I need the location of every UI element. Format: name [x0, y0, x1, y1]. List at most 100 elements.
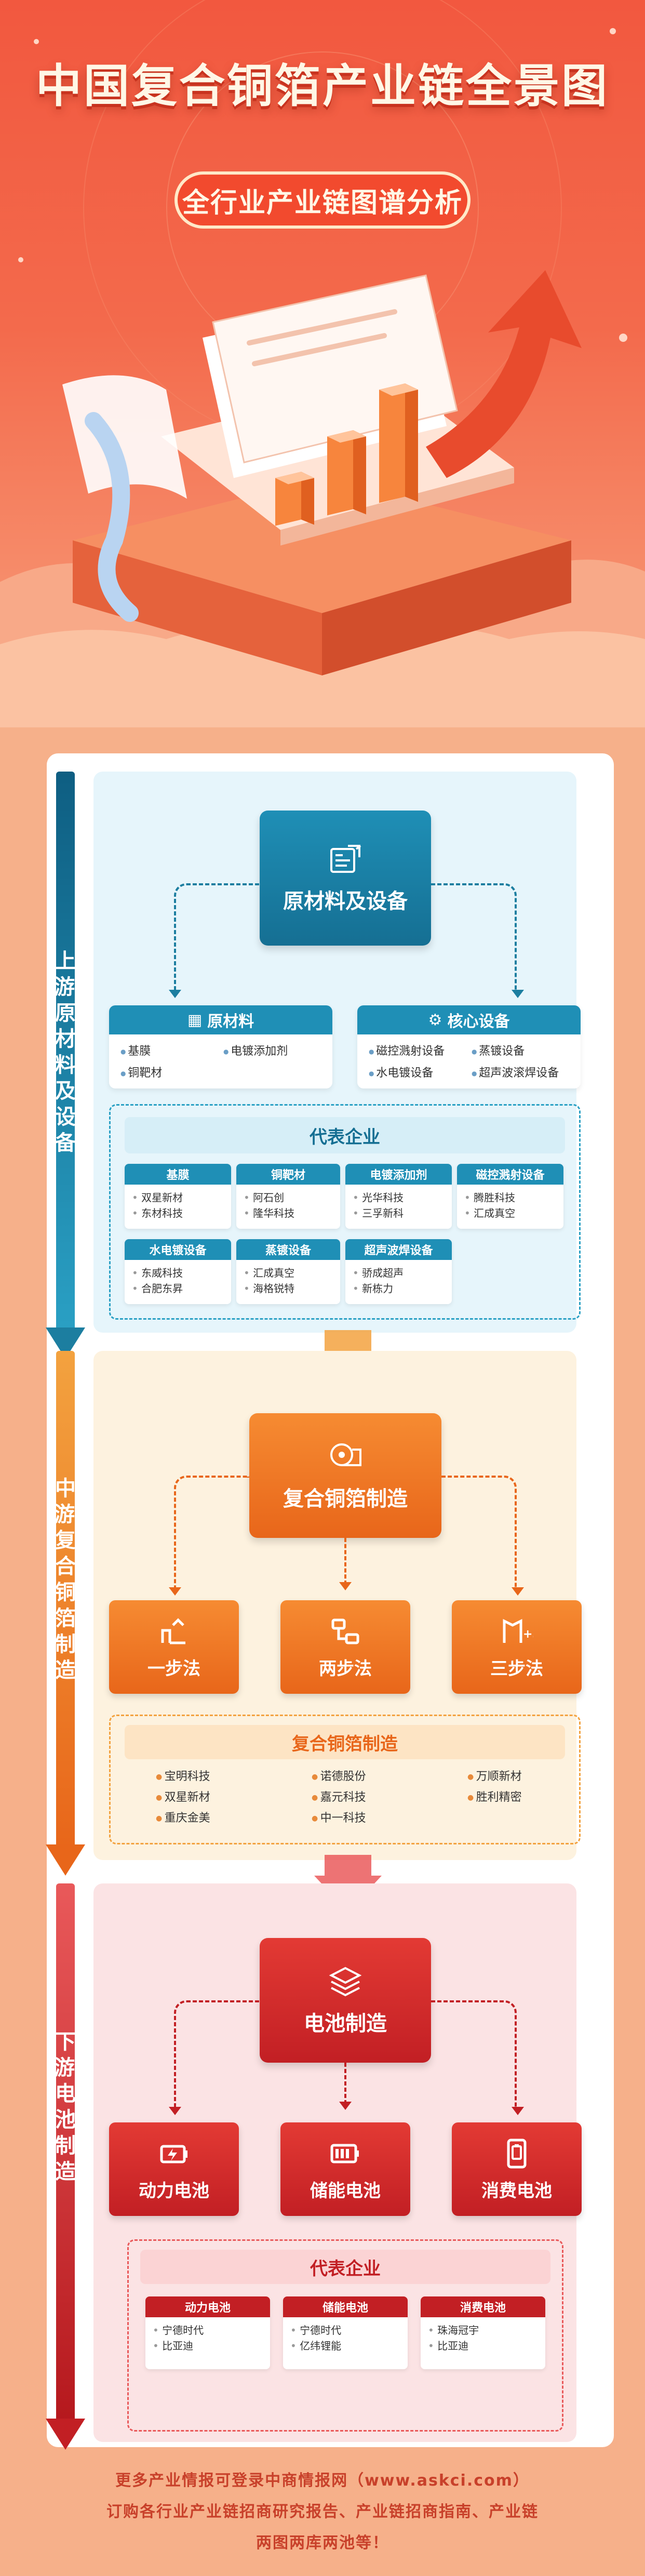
company-name: 嘉元科技 — [312, 1787, 366, 1808]
midstream-companies-title: 复合铜箔制造 — [125, 1725, 565, 1759]
storage-battery-icon — [330, 2144, 359, 2163]
category-item: 水电镀设备 — [369, 1064, 466, 1080]
company-card-title: 储能电池 — [283, 2296, 408, 2317]
company-name: 万顺新材 — [467, 1767, 522, 1787]
company-card-sputtering: 磁控溅射设备 腾胜科技汇成真空 — [457, 1164, 563, 1229]
company-name: 骄成超声 — [353, 1265, 445, 1281]
method-one-step: 一步法 — [109, 1600, 239, 1694]
page-subtitle: 全行业产业链图谱分析 — [174, 171, 471, 229]
category-item: 蒸镀设备 — [472, 1042, 569, 1058]
downstream-connector-center-arrowhead — [339, 2102, 352, 2110]
midstream-company-column-3: 万顺新材 胜利精密 — [467, 1767, 522, 1808]
midstream-connector-center-arrowhead — [339, 1582, 352, 1590]
footer-line-2: 订购各行业产业链招商研究报告、产业链招商指南、产业链 — [106, 2503, 539, 2521]
downstream-companies-title: 代表企业 — [140, 2250, 550, 2284]
method-label: 三步法 — [490, 1658, 543, 1679]
report-chart-illustration — [62, 270, 582, 675]
upstream-connector-left — [174, 883, 260, 992]
company-name: 宁德时代 — [290, 2322, 400, 2338]
category-title: 核心设备 — [447, 1013, 510, 1031]
category-item: 电镀添加剂 — [223, 1042, 321, 1058]
midstream-connector-left-arrowhead — [169, 1587, 181, 1596]
company-name: 合肥东昇 — [132, 1281, 224, 1296]
company-card-power-battery: 动力电池 宁德时代比亚迪 — [145, 2296, 270, 2369]
company-card-title: 电镀添加剂 — [345, 1164, 452, 1185]
downstream-core-label: 电池制造 — [304, 2012, 387, 2036]
company-card-storage-battery: 储能电池 宁德时代亿纬锂能 — [283, 2296, 408, 2369]
battery-label: 消费电池 — [481, 2180, 552, 2201]
midstream-core-node: 复合铜箔制造 — [249, 1413, 441, 1538]
three-step-icon: +3 — [503, 1618, 533, 1643]
category-item: 基膜 — [120, 1042, 218, 1058]
upstream-connector-right — [431, 883, 517, 992]
company-name: 海格锐特 — [244, 1281, 333, 1296]
factory-chart-icon — [330, 845, 361, 873]
company-name: 胜利精密 — [467, 1787, 522, 1808]
company-card-consumer-battery: 消费电池 珠海冠宇比亚迪 — [421, 2296, 545, 2369]
category-item: 铜靶材 — [120, 1064, 218, 1080]
company-card-title: 蒸镀设备 — [236, 1239, 340, 1260]
company-card-title: 基膜 — [125, 1164, 231, 1185]
battery-storage: 储能电池 — [280, 2122, 410, 2216]
company-card-title: 磁控溅射设备 — [457, 1164, 563, 1185]
company-card-ultrasonic: 超声波焊设备 骄成超声新栋力 — [345, 1239, 452, 1304]
method-three-step: +3 三步法 — [452, 1600, 582, 1694]
company-card-title: 铜靶材 — [236, 1164, 340, 1185]
gear-icon: ⚙ — [428, 1011, 442, 1029]
company-name: 汇成真空 — [464, 1205, 556, 1221]
company-name: 新栋力 — [353, 1281, 445, 1296]
upstream-core-label: 原材料及设备 — [283, 889, 408, 913]
company-name: 腾胜科技 — [464, 1190, 556, 1205]
company-name: 比亚迪 — [153, 2338, 263, 2354]
midstream-company-column-1: 宝明科技 双星新材 重庆金美 — [156, 1767, 210, 1829]
method-label: 两步法 — [319, 1658, 372, 1679]
upstream-stage-arrow: 上游：原材料及设备 — [46, 772, 96, 1359]
company-card-additive: 电镀添加剂 光华科技三孚新科 — [345, 1164, 452, 1229]
company-name: 东材科技 — [132, 1205, 224, 1221]
upstream-companies-title: 代表企业 — [125, 1117, 565, 1153]
downstream-connector-right-arrowhead — [512, 2107, 524, 2115]
company-name: 宝明科技 — [156, 1767, 210, 1787]
company-name: 双星新材 — [156, 1787, 210, 1808]
power-battery-icon — [160, 2145, 187, 2163]
company-card-title: 超声波焊设备 — [345, 1239, 452, 1260]
midstream-connector-right-arrowhead — [512, 1587, 524, 1596]
phone-battery-icon — [507, 2139, 527, 2168]
company-name: 中一科技 — [312, 1808, 366, 1829]
company-name: 亿纬锂能 — [290, 2338, 400, 2354]
upstream-connector-left-arrowhead — [169, 990, 181, 998]
layers-icon — [329, 1967, 362, 1997]
battery-label: 储能电池 — [310, 2180, 381, 2201]
category-card-core-equipment: ⚙ 核心设备 磁控溅射设备 蒸镀设备 水电镀设备 超声波滚焊设备 — [357, 1005, 581, 1088]
hero-banner: 中国复合铜箔产业链全景图 全行业产业链图谱分析 — [0, 0, 645, 727]
company-name: 比亚迪 — [428, 2338, 538, 2354]
midstream-core-label: 复合铜箔制造 — [283, 1487, 408, 1511]
upstream-core-node: 原材料及设备 — [260, 811, 431, 946]
building-icon: ▦ — [187, 1011, 203, 1029]
company-name: 三孚新科 — [353, 1205, 445, 1221]
midstream-connector-left — [174, 1476, 249, 1590]
company-name: 隆华科技 — [244, 1205, 333, 1221]
downstream-companies-frame — [127, 2239, 563, 2432]
page-title: 中国复合铜箔产业链全景图 — [35, 59, 609, 113]
upstream-companies-frame — [109, 1104, 581, 1320]
company-card-title: 水电镀设备 — [125, 1239, 231, 1260]
downstream-connector-right — [431, 2000, 517, 2109]
category-item: 磁控溅射设备 — [369, 1042, 466, 1058]
downstream-stage-arrow: 下游：电池制造 — [46, 1883, 96, 2450]
battery-consumer: 消费电池 — [452, 2122, 582, 2216]
company-name: 阿石创 — [244, 1190, 333, 1205]
company-name: 东威科技 — [132, 1265, 224, 1281]
method-label: 一步法 — [147, 1658, 200, 1679]
company-card-base-film: 基膜 双星新材东材科技 — [125, 1164, 231, 1229]
midstream-stage-label: 中游：复合铜箔制造 — [54, 1477, 96, 1682]
upstream-connector-right-arrowhead — [512, 990, 524, 998]
downstream-connector-left — [174, 2000, 260, 2109]
company-name: 重庆金美 — [156, 1808, 210, 1829]
category-card-raw-material: ▦ 原材料 基膜 电镀添加剂 铜靶材 — [109, 1005, 332, 1088]
midstream-connector-center — [344, 1538, 346, 1585]
category-title: 原材料 — [207, 1013, 254, 1031]
company-name: 珠海冠宇 — [428, 2322, 538, 2338]
method-two-step: 两步法 — [280, 1600, 410, 1694]
footer-note: 更多产业情报可登录中商情报网（www.askci.com） 订购各行业产业链招商… — [52, 2465, 593, 2559]
